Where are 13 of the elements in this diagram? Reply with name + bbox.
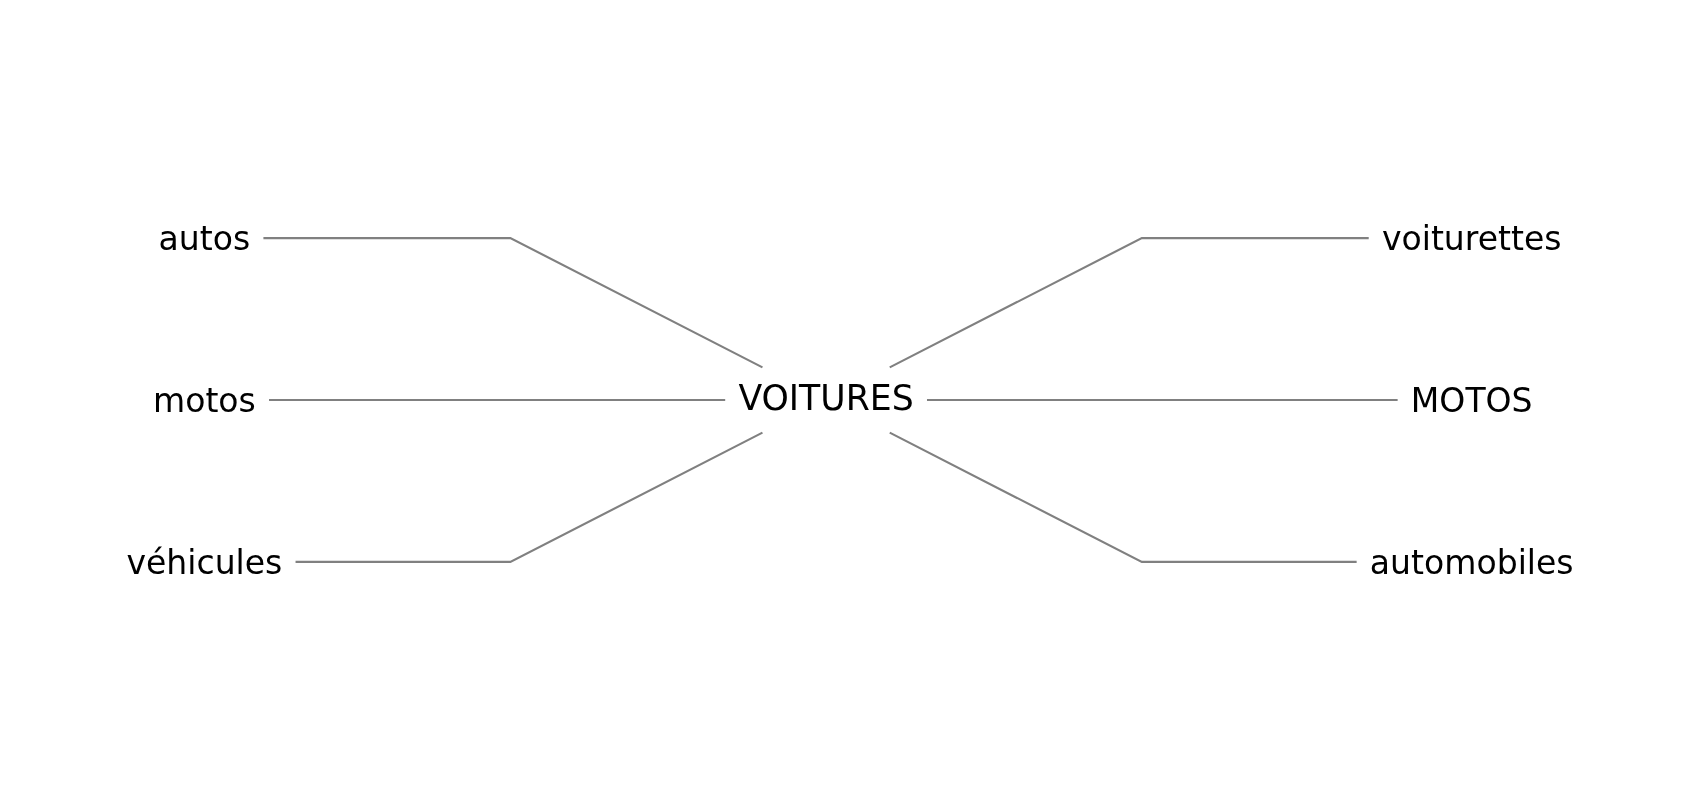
connector <box>927 398 1398 402</box>
connector <box>889 431 1357 564</box>
node-text: autos <box>158 218 251 258</box>
node-text: motos <box>152 380 256 420</box>
node-text: véhicules <box>126 542 283 582</box>
node-text: automobiles <box>1369 542 1574 582</box>
connector <box>263 236 763 369</box>
connector <box>295 431 763 564</box>
node-text: MOTOS <box>1410 380 1533 420</box>
connector <box>269 398 726 402</box>
connector <box>889 236 1369 369</box>
node-text: VOITURES <box>738 378 914 419</box>
node-text: voiturettes <box>1381 218 1562 258</box>
